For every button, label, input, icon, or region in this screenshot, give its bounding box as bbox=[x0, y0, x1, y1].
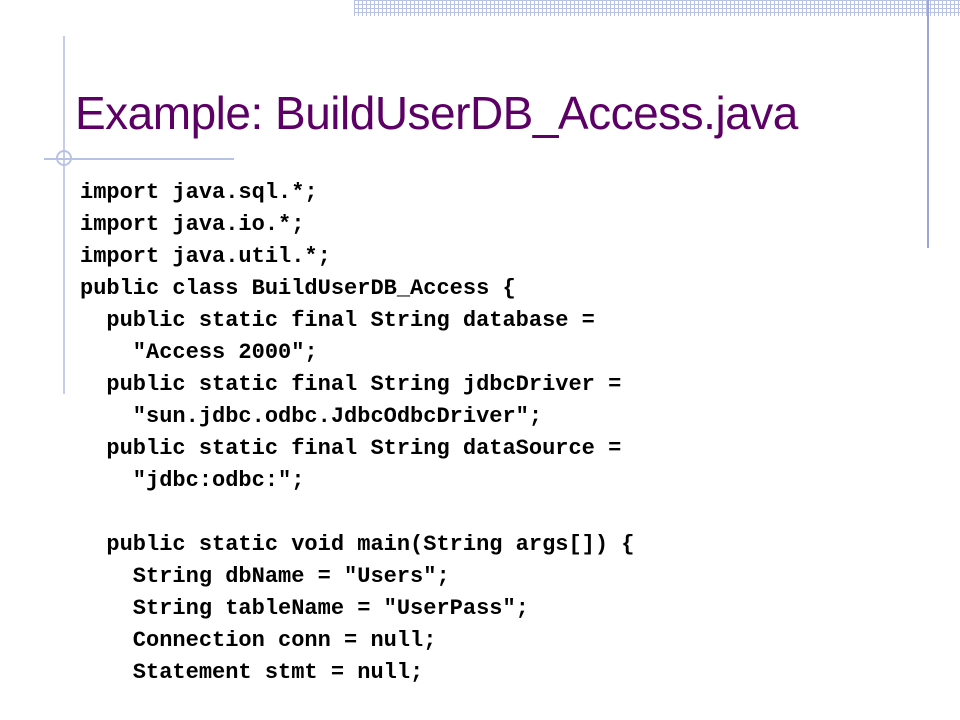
slide-title: Example: BuildUserDB_Access.java bbox=[75, 87, 798, 139]
decorative-horizontal-line bbox=[44, 158, 234, 160]
decorative-vertical-line-left bbox=[63, 36, 65, 394]
decorative-circle-icon bbox=[56, 150, 72, 166]
decorative-grid-pattern bbox=[354, 0, 960, 16]
decorative-vertical-line-right bbox=[927, 0, 929, 248]
code-block: import java.sql.*; import java.io.*; imp… bbox=[80, 180, 635, 685]
